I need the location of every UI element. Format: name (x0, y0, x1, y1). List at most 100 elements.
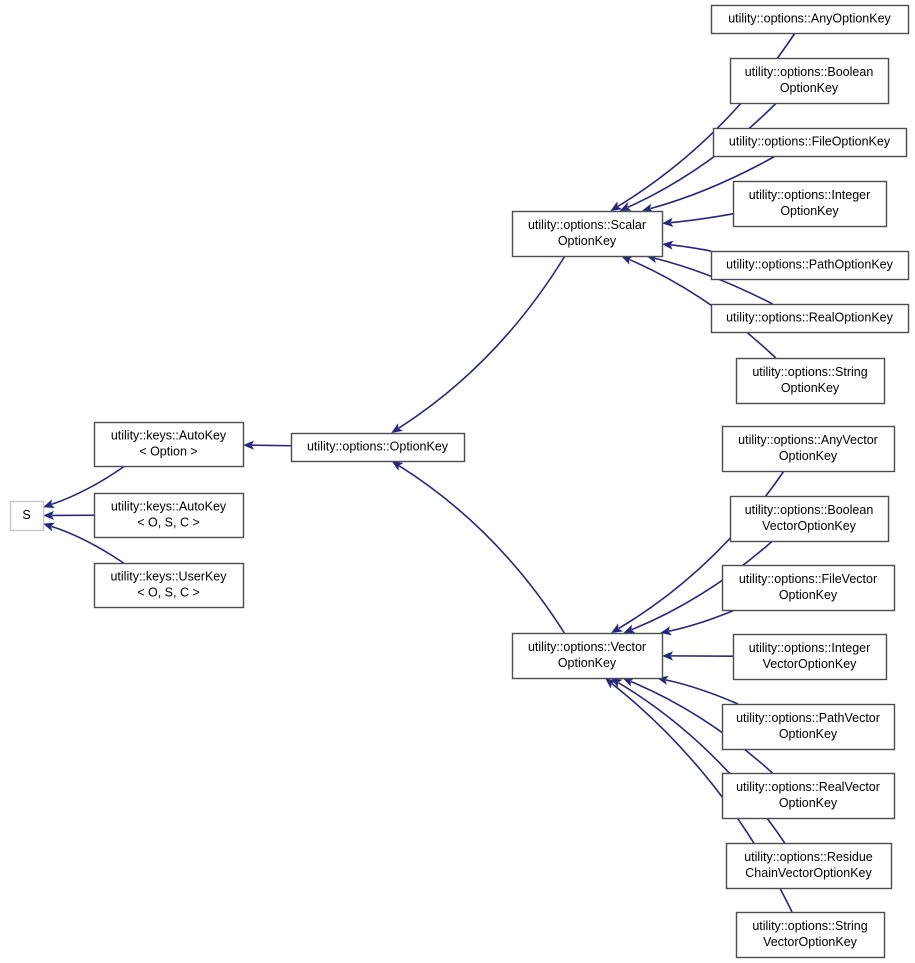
class-node-box[interactable] (710, 303, 910, 334)
class-node-label: < O, S, C > (137, 585, 200, 599)
inheritance-arrowhead (610, 201, 623, 211)
class-node-label: utility::options::Integer (749, 641, 871, 655)
class-node-label: S (22, 508, 30, 522)
inheritance-edge (630, 680, 774, 774)
inheritance-edge (627, 102, 777, 209)
class-node-label: < Option > (139, 444, 197, 458)
inheritance-arrowhead (623, 624, 636, 634)
class-node-box[interactable] (735, 911, 886, 959)
class-node-label: VectorOptionKey (763, 935, 858, 949)
class-node-box[interactable] (93, 492, 245, 539)
class-node-label: utility::options::String (752, 919, 867, 933)
class-node-label: utility::options::AnyVector (738, 433, 878, 447)
class-node-box[interactable] (9, 500, 45, 532)
class-node-box[interactable] (511, 632, 664, 680)
class-node-box[interactable] (721, 564, 896, 612)
class-node-label: utility::options::FileVector (739, 572, 877, 586)
class-node-box[interactable] (732, 180, 888, 228)
inheritance-arrowhead (391, 423, 403, 433)
class-node-label: OptionKey (558, 656, 617, 670)
class-node-optionkey[interactable]: utility::options::OptionKey (290, 432, 466, 463)
class-node-realoptionkey[interactable]: utility::options::RealOptionKey (710, 303, 910, 334)
inheritance-edge (665, 679, 739, 705)
class-node-label: VectorOptionKey (762, 519, 857, 533)
class-node-label: utility::options::PathOptionKey (726, 257, 894, 271)
class-node-label: utility::options::Integer (749, 188, 871, 202)
class-node-residuechainvector[interactable]: utility::options::ResidueChainVectorOpti… (725, 842, 893, 890)
class-node-box[interactable] (721, 703, 896, 751)
inheritance-arrowhead (43, 499, 55, 509)
class-node-label: utility::options::AnyOptionKey (728, 11, 891, 25)
inheritance-edge (670, 244, 712, 252)
class-node-label: utility::options::Boolean (745, 503, 874, 517)
inheritance-edge (650, 155, 776, 210)
class-node-box[interactable] (735, 357, 886, 405)
class-node-label: utility::keys::AutoKey (111, 428, 227, 442)
class-node-box[interactable] (729, 495, 890, 543)
inheritance-edge (51, 525, 124, 564)
inheritance-edge (51, 465, 126, 506)
class-node-box[interactable] (93, 421, 245, 468)
class-node-label: utility::options::Residue (744, 850, 873, 864)
class-node-label: < O, S, C > (137, 515, 200, 529)
inheritance-edge (398, 255, 566, 429)
class-node-label: utility::options::Boolean (745, 65, 874, 79)
class-node-box[interactable] (710, 250, 910, 281)
class-node-label: utility::options::Scalar (528, 218, 646, 232)
inheritance-edge (251, 444, 292, 447)
class-node-box[interactable] (290, 432, 466, 463)
class-node-label: utility::keys::UserKey (110, 569, 227, 583)
class-node-pathoptionkey[interactable]: utility::options::PathOptionKey (710, 250, 910, 281)
inheritance-arrowhead (610, 678, 623, 688)
class-node-label: OptionKey (779, 449, 838, 463)
inheritance-arrowhead (43, 510, 55, 521)
class-node-box[interactable] (93, 562, 245, 609)
class-node-label: utility::keys::AutoKey (111, 499, 227, 513)
inheritance-arrowhead (622, 677, 635, 687)
class-node-anyoptionkey[interactable]: utility::options::AnyOptionKey (710, 4, 910, 35)
inheritance-edge (631, 540, 774, 631)
class-node-label: ChainVectorOptionKey (745, 866, 872, 880)
class-node-fileoptionkey[interactable]: utility::options::FileOptionKey (712, 127, 908, 158)
inheritance-arrowhead (662, 651, 674, 661)
class-node-userkey-osc[interactable]: utility::keys::UserKey< O, S, C > (93, 562, 245, 609)
inheritance-arrowhead (619, 202, 632, 211)
inheritance-arrowhead (604, 678, 617, 689)
class-node-autokey-option[interactable]: utility::keys::AutoKey< Option > (93, 421, 245, 468)
class-node-box[interactable] (729, 57, 890, 105)
class-node-box[interactable] (721, 772, 896, 820)
class-node-box[interactable] (725, 842, 893, 890)
class-node-box[interactable] (710, 4, 910, 35)
class-node-label: OptionKey (780, 81, 839, 95)
class-node-label: utility::options::Vector (528, 640, 646, 654)
class-node-box[interactable] (721, 425, 896, 473)
class-node-box[interactable] (511, 210, 664, 258)
edges-layer (43, 32, 796, 913)
class-node-label: utility::options::OptionKey (307, 439, 449, 453)
class-node-box[interactable] (732, 633, 888, 681)
class-node-label: utility::options::String (752, 365, 867, 379)
class-node-label: OptionKey (779, 588, 838, 602)
class-node-vectoroptionkey[interactable]: utility::options::VectorOptionKey (511, 632, 664, 680)
class-node-autokey-osc[interactable]: utility::keys::AutoKey< O, S, C > (93, 492, 245, 539)
inheritance-edge (629, 258, 777, 359)
inheritance-arrowhead (641, 203, 654, 213)
inheritance-arrowhead (662, 217, 674, 227)
class-node-s[interactable]: S (9, 500, 45, 532)
class-node-label: OptionKey (780, 204, 839, 218)
class-node-box[interactable] (712, 127, 908, 158)
class-node-label: utility::options::PathVector (736, 711, 880, 725)
